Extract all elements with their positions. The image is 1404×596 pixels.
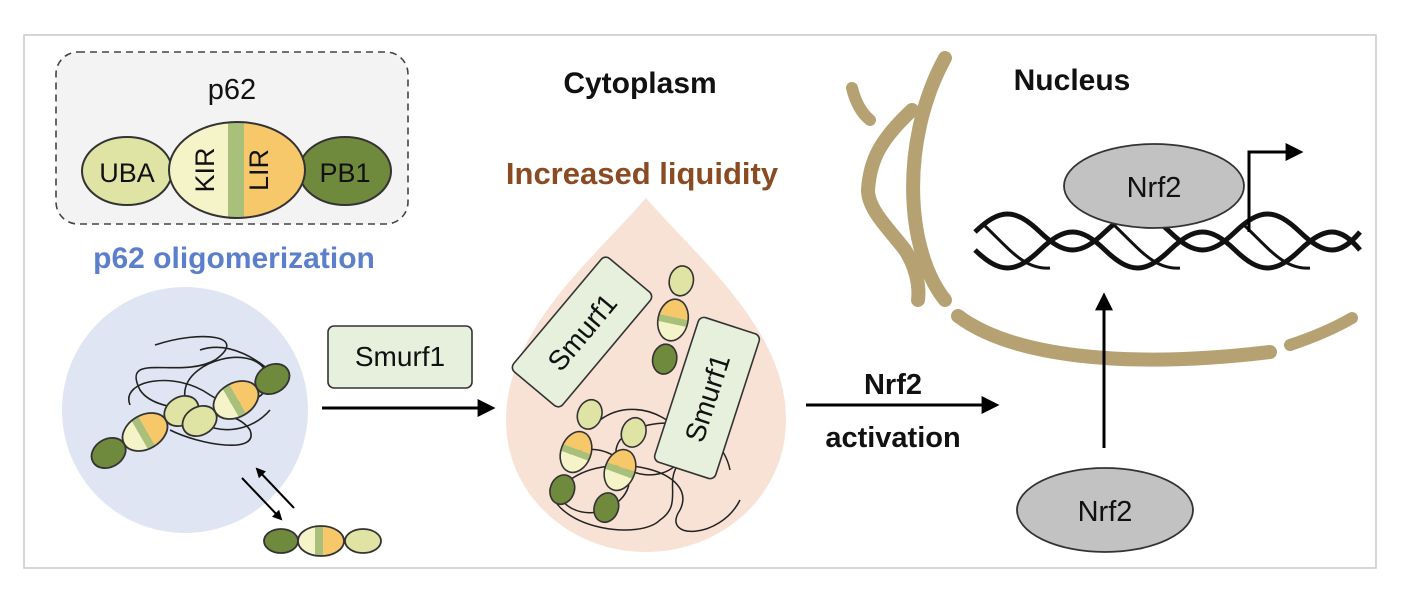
nrf2-cyto-oval bbox=[1016, 467, 1194, 553]
nrf2-cyto-label: Nrf2 bbox=[1078, 496, 1133, 528]
pb1-label: PB1 bbox=[319, 158, 370, 188]
nucleus-label: Nucleus bbox=[1014, 64, 1131, 97]
nrf2-nuclear-oval bbox=[1063, 143, 1245, 229]
nrf2-activation-label-2: activation bbox=[825, 422, 960, 454]
cytoplasm-label: Cytoplasm bbox=[563, 67, 716, 100]
equilibrium-arrows bbox=[241, 467, 295, 521]
nrf2-activation-label-1: Nrf2 bbox=[864, 369, 922, 401]
uba-label: UBA bbox=[99, 158, 155, 188]
smurf1-condensate-b: Smurf1 bbox=[653, 316, 761, 480]
p62-domain-title: p62 bbox=[208, 74, 256, 106]
nuclear-envelope bbox=[846, 51, 1358, 367]
lir-label: LIR bbox=[244, 149, 274, 191]
nrf2-nuclear-label: Nrf2 bbox=[1127, 172, 1182, 204]
p62-domain-legend: p62 UBA PB1 KIR LIR bbox=[55, 51, 409, 225]
p62-oligomer-condensate bbox=[62, 287, 308, 533]
liquid-droplet: Smurf1 Smurf1 bbox=[506, 198, 786, 552]
smurf1-box bbox=[327, 325, 473, 389]
oligomerization-label: p62 oligomerization bbox=[93, 242, 375, 275]
dna-helix bbox=[973, 211, 1362, 271]
transcription-arrow bbox=[1247, 143, 1304, 232]
kir-label: KIR bbox=[190, 147, 220, 192]
p62-monomer bbox=[263, 525, 382, 557]
liquidity-label: Increased liquidity bbox=[506, 156, 779, 191]
kir-lir-domain bbox=[168, 121, 306, 219]
smurf1-box-label: Smurf1 bbox=[355, 341, 445, 372]
